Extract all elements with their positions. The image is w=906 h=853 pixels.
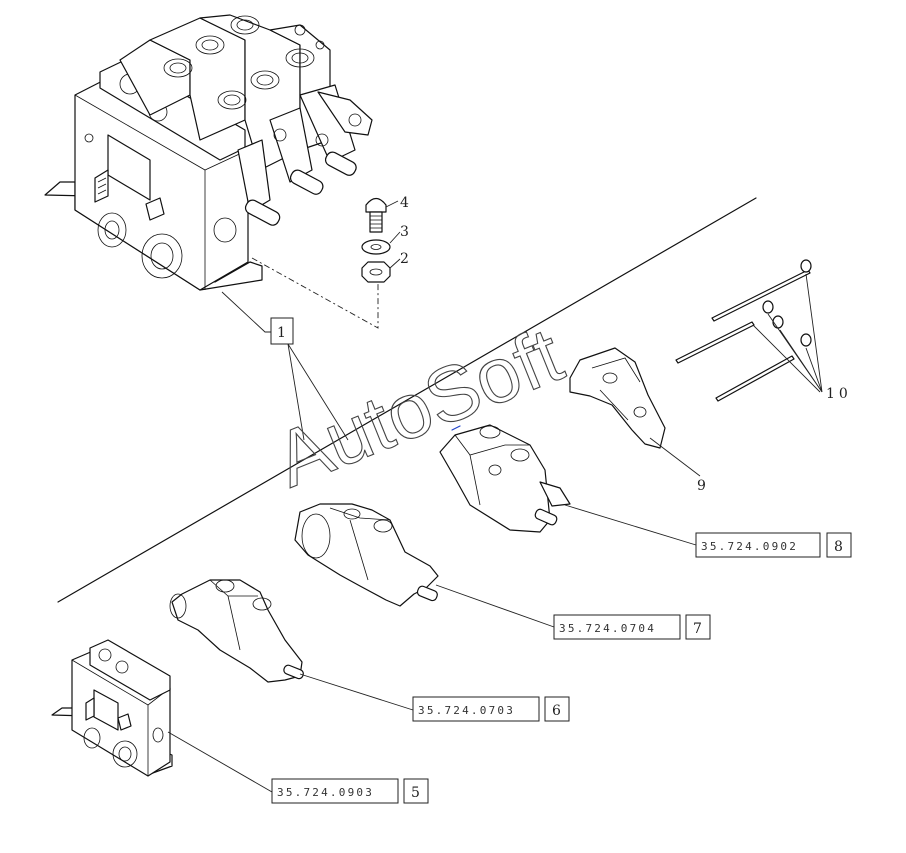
callout-4-number[interactable]: 4 (400, 195, 409, 211)
callout-6[interactable]: 35.724.0703 6 (412, 696, 570, 722)
callout-1[interactable]: 1 (270, 317, 294, 345)
callout-1-number: 1 (277, 325, 286, 341)
callout-7-code: 35.724.0704 (559, 622, 656, 635)
inlet-section-part-5 (51, 639, 173, 777)
callout-5-number: 5 (411, 785, 420, 801)
section-divider-line (57, 197, 757, 603)
callout-7[interactable]: 35.724.0704 7 (553, 614, 711, 640)
callout-5-code: 35.724.0903 (277, 786, 374, 799)
main-valve-assembly (44, 14, 373, 291)
callout-5[interactable]: 35.724.0903 5 (271, 778, 429, 804)
callout-6-code: 35.724.0703 (418, 704, 515, 717)
callout-3-number[interactable]: 3 (400, 224, 409, 240)
valve-section-part-7 (294, 503, 439, 607)
bracket-part-9 (569, 347, 666, 449)
callout-6-number: 6 (552, 703, 561, 719)
callout-10-number[interactable]: 10 (826, 386, 852, 402)
callout-8[interactable]: 35.724.0902 8 (695, 532, 852, 558)
callout-2-number[interactable]: 2 (400, 251, 409, 267)
callout-9-number[interactable]: 9 (697, 478, 706, 494)
callout-7-number: 7 (693, 621, 702, 637)
tie-rods-part-10 (675, 259, 812, 402)
assembly-centerline (251, 257, 379, 329)
callout-8-code: 35.724.0902 (701, 540, 798, 553)
valve-section-part-6 (169, 579, 304, 683)
nut-part-2 (361, 261, 391, 283)
bolt-part-4 (365, 197, 387, 233)
valve-section-part-8 (439, 424, 571, 533)
callout-8-number: 8 (834, 539, 843, 555)
washer-part-3 (361, 239, 391, 255)
